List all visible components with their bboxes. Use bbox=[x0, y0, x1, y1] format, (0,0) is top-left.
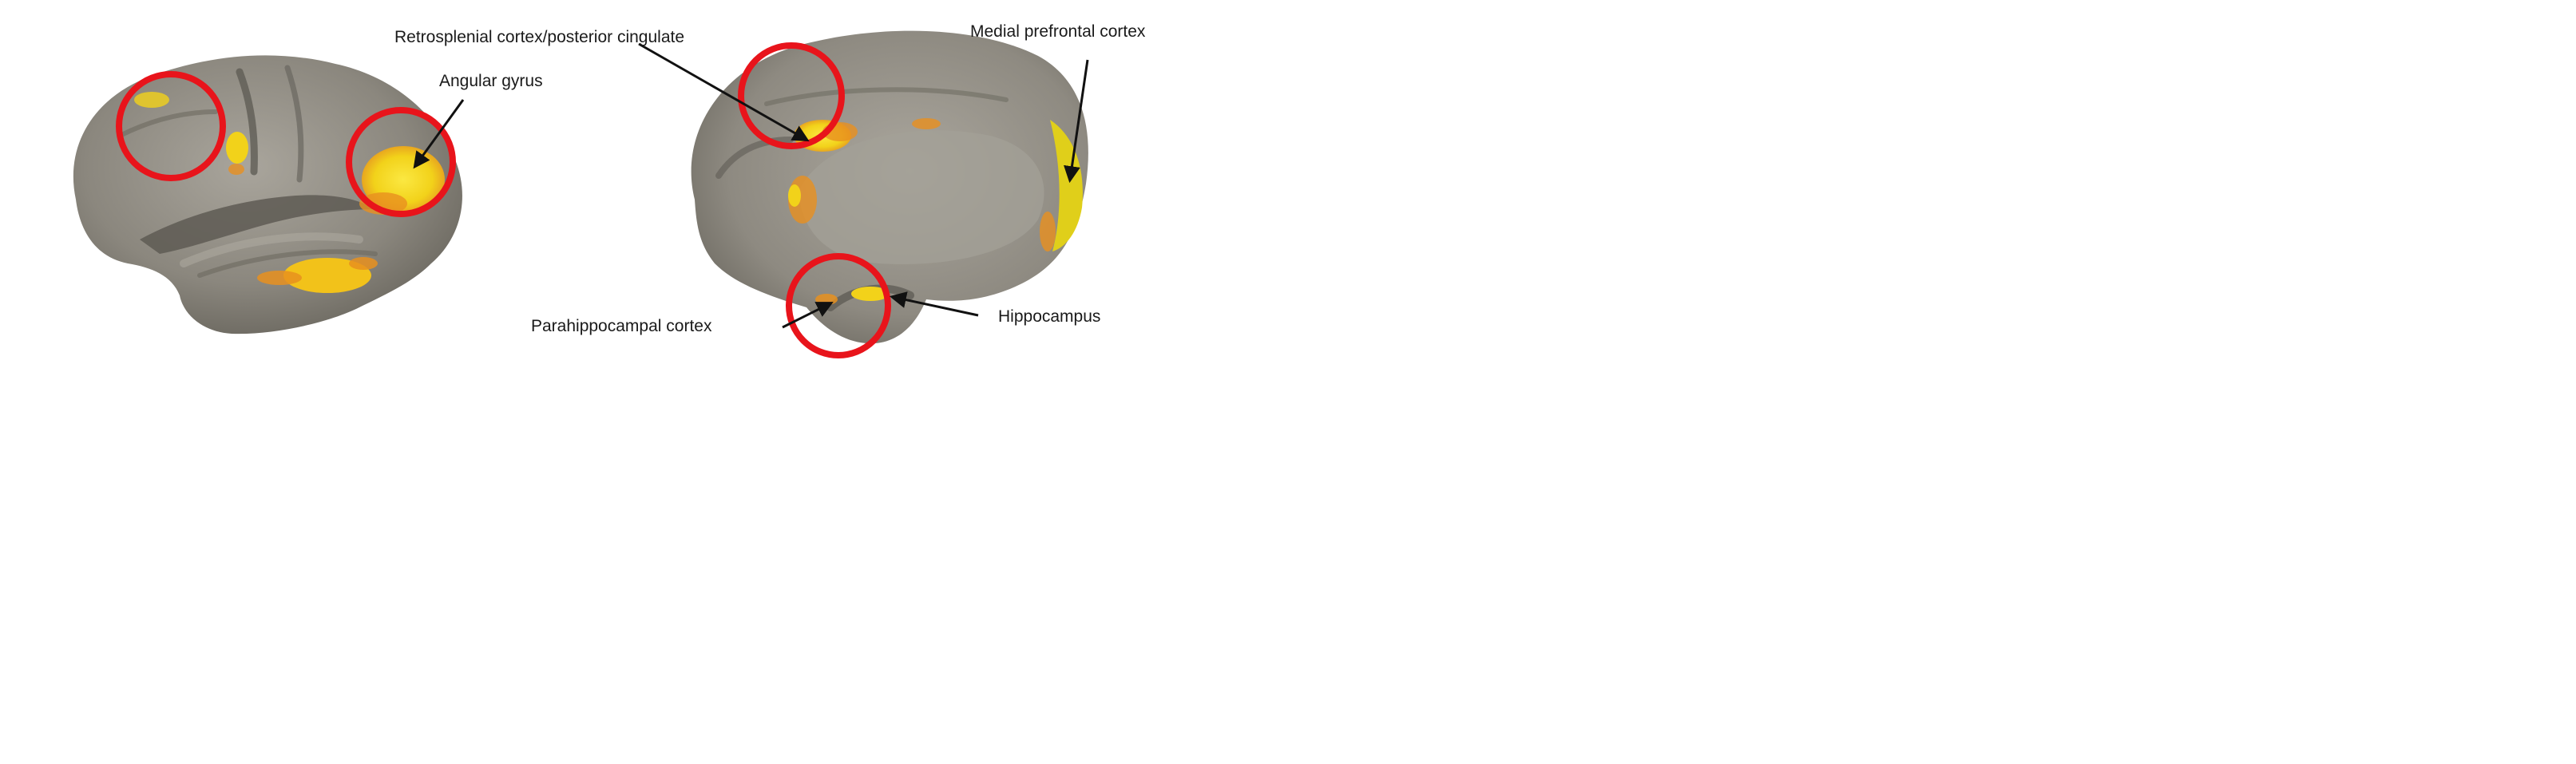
activation-temporal bbox=[283, 258, 371, 293]
label-parahippocampal: Parahippocampal cortex bbox=[531, 317, 712, 335]
label-angular-gyrus: Angular gyrus bbox=[439, 72, 543, 90]
brain-figure-svg: Angular gyrus Retrosplenial c bbox=[73, 22, 1146, 358]
cingulate-sulcus bbox=[764, 87, 1009, 106]
medial-brain: Retrosplenial cortex/posterior cingulate… bbox=[394, 22, 1146, 358]
activation-temporal-rim bbox=[257, 271, 302, 285]
activation-angular-rim bbox=[359, 192, 407, 215]
activation-hippocampus bbox=[851, 287, 890, 301]
label-medial-prefrontal: Medial prefrontal cortex bbox=[970, 22, 1146, 41]
central-sulcus bbox=[236, 68, 258, 176]
activation-frontal-small-rim bbox=[228, 164, 244, 175]
arrow-retrosplenial bbox=[638, 42, 810, 142]
lateral-sulcus bbox=[140, 195, 375, 254]
arrow-medial-prefrontal bbox=[1064, 59, 1089, 184]
arrow-hippocampus bbox=[889, 291, 979, 317]
lateral-brain: Angular gyrus bbox=[73, 55, 543, 334]
figure: Angular gyrus Retrosplenial c bbox=[0, 0, 1252, 371]
postcentral-sulcus bbox=[284, 65, 304, 183]
corpus-callosum-region bbox=[799, 130, 1044, 264]
arrow-parahippocampal bbox=[782, 302, 834, 329]
marker-circle-angular bbox=[346, 107, 456, 217]
marker-circle-retrosplenial bbox=[738, 42, 845, 149]
superior-frontal-sulcus bbox=[117, 109, 218, 138]
marker-circle-frontal bbox=[116, 71, 226, 181]
activation-posterior-strip-core bbox=[788, 184, 801, 207]
temporal-sulcus bbox=[197, 249, 378, 278]
activation-cingulate-small bbox=[912, 118, 941, 129]
occipital-folds bbox=[715, 137, 794, 179]
activation-temporal-rim-2 bbox=[349, 257, 378, 270]
label-hippocampus: Hippocampus bbox=[998, 307, 1100, 326]
temporal-lobe-highlight bbox=[180, 232, 363, 267]
activation-frontal-small bbox=[226, 132, 248, 164]
activation-parahippocampal bbox=[815, 294, 838, 305]
label-retrosplenial: Retrosplenial cortex/posterior cingulate bbox=[394, 28, 684, 46]
activation-mpfc-rim bbox=[1040, 212, 1056, 251]
marker-circle-parahippocampal bbox=[786, 253, 891, 358]
activation-superior-frontal bbox=[134, 92, 169, 108]
arrow-angular-gyrus bbox=[413, 99, 465, 169]
